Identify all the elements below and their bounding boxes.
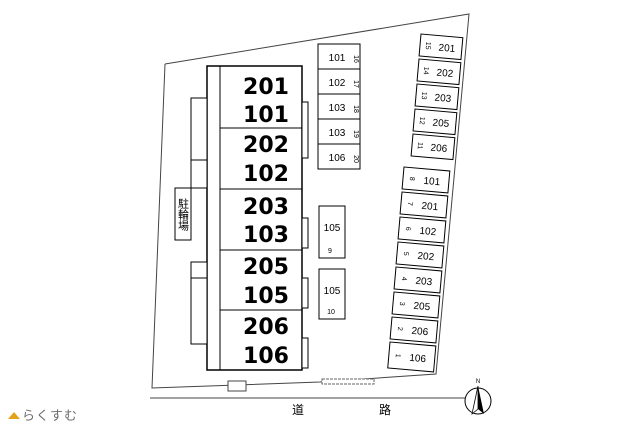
unit-label: 103 <box>243 223 289 248</box>
parking-space: 206 11 <box>410 133 456 161</box>
bike-parking-box <box>174 187 192 241</box>
parking-number: 15 <box>424 41 432 49</box>
parking-space: 106 1 <box>387 341 437 373</box>
parking-room: 103 <box>329 103 346 114</box>
parking-number: 4 <box>400 276 407 281</box>
parking-room: 205 <box>432 118 450 130</box>
parking-room: 101 <box>423 176 441 188</box>
balcony <box>190 261 208 279</box>
parking-number: 2 <box>396 326 403 331</box>
parking-space: 201 15 <box>418 33 464 61</box>
bike-parking: 駐輪場 <box>174 187 192 241</box>
brand-text: らくすむ <box>22 409 79 424</box>
unit-label: 106 <box>243 344 289 369</box>
parking-singles-center: 105 9 105 10 <box>318 205 346 320</box>
apartment-building: 201 101 202 102 203 103 205 105 206 106 <box>190 65 309 371</box>
parking-room: 203 <box>415 276 433 288</box>
parking-frame <box>317 43 361 170</box>
parking-room: 102 <box>329 78 346 89</box>
parking-number: 9 <box>328 248 332 255</box>
parking-number: 20 <box>352 155 359 163</box>
entrance-mark <box>227 380 247 392</box>
unit-label: 201 <box>243 75 289 100</box>
parking-number: 10 <box>327 309 335 316</box>
drain-grate <box>321 378 375 385</box>
entrance-bay <box>301 217 309 249</box>
parking-room: 102 <box>419 226 437 238</box>
unit-label: 205 <box>243 255 289 280</box>
parking-space: 101 8 <box>401 166 451 194</box>
parking-space <box>318 205 346 259</box>
parking-space: 203 4 <box>393 266 443 294</box>
parking-room: 201 <box>438 43 456 55</box>
unit-label: 203 <box>243 195 289 220</box>
parking-room: 105 <box>324 286 341 297</box>
balcony <box>190 159 208 189</box>
parking-room: 202 <box>436 68 454 80</box>
parking-number: 8 <box>408 176 415 181</box>
parking-number: 5 <box>402 251 409 256</box>
unit-label: 206 <box>243 315 289 340</box>
parking-room: 206 <box>411 326 429 338</box>
unit-label: 202 <box>243 133 289 158</box>
parking-room: 106 <box>409 353 427 365</box>
parking-room: 202 <box>417 251 435 263</box>
parking-room: 205 <box>413 301 431 313</box>
unit-label: 101 <box>243 103 289 128</box>
parking-space <box>318 268 346 320</box>
north-compass-icon: N <box>464 379 492 416</box>
north-label: N <box>476 379 480 385</box>
parking-space: 206 2 <box>389 316 439 344</box>
site-boundary <box>151 13 470 389</box>
parking-room: 203 <box>434 93 452 105</box>
parking-space: 202 5 <box>395 241 445 269</box>
unit-label: 102 <box>243 162 289 187</box>
parking-space: 102 6 <box>397 216 447 244</box>
parking-number: 7 <box>406 201 413 206</box>
unit-label: 105 <box>243 284 289 309</box>
parking-space: 205 12 <box>412 108 458 136</box>
parking-group-center: 101 16 102 17 103 18 103 19 106 20 <box>317 43 361 170</box>
balcony <box>190 97 208 161</box>
bike-parking-label: 駐輪場 <box>177 197 190 232</box>
parking-room: 201 <box>421 201 439 213</box>
parking-group-right-upper: 201 15 202 14 203 13 205 12 206 11 <box>410 33 464 161</box>
parking-number: 16 <box>352 55 359 63</box>
parking-space: 201 7 <box>399 191 449 219</box>
parking-number: 6 <box>404 226 411 231</box>
building-outline <box>206 65 303 371</box>
entrance-bay <box>301 277 309 309</box>
parking-number: 19 <box>352 130 359 138</box>
parking-number: 1 <box>394 353 401 358</box>
entrance-bay <box>301 337 309 369</box>
parking-room: 206 <box>430 143 448 155</box>
parking-number: 17 <box>352 80 359 88</box>
balcony <box>190 277 208 345</box>
parking-number: 14 <box>422 66 430 74</box>
parking-number: 13 <box>420 91 428 99</box>
brand-logo: らくすむ <box>8 405 78 424</box>
parking-space: 202 14 <box>416 58 462 86</box>
parking-room: 101 <box>329 53 346 64</box>
parking-space: 205 3 <box>391 291 441 319</box>
parking-room: 103 <box>329 128 346 139</box>
parking-number: 11 <box>416 142 424 150</box>
entrance-bay <box>301 101 309 159</box>
parking-space: 203 13 <box>414 83 460 111</box>
parking-number: 18 <box>352 105 359 113</box>
parking-room: 106 <box>329 153 346 164</box>
parking-number: 12 <box>418 116 426 124</box>
parking-group-right-lower: 101 8 201 7 102 6 202 5 203 4 205 3 <box>387 166 451 373</box>
parking-room: 105 <box>324 223 341 234</box>
road-label-2: 路 <box>379 402 391 417</box>
road-label-1: 道 <box>292 403 304 417</box>
house-icon <box>8 412 20 419</box>
parking-number: 3 <box>398 301 405 306</box>
